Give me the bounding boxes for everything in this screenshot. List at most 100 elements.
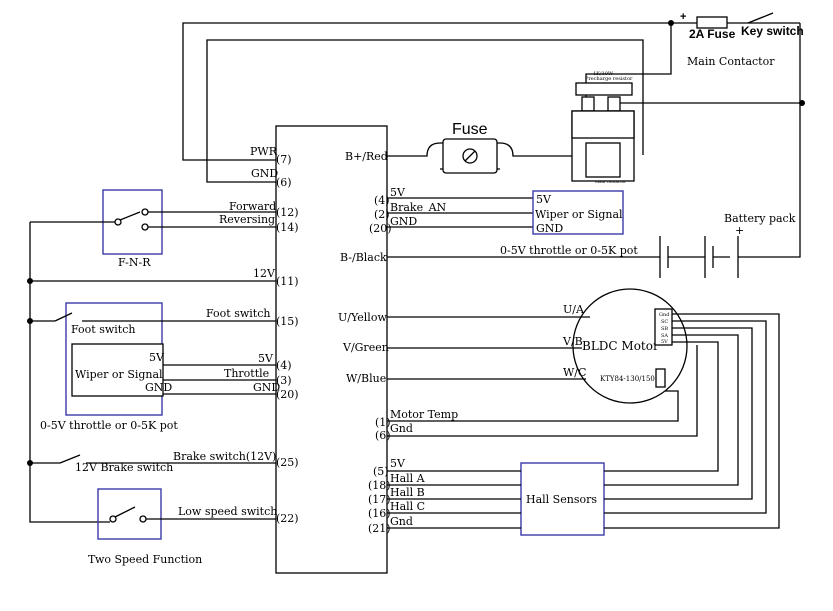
- motor-pin-gnd: Gnd: [659, 312, 670, 318]
- motor-pin-5v: 5V: [661, 339, 668, 345]
- pin-foot-num: (15): [276, 315, 299, 328]
- motor-v-label: V/B: [562, 335, 583, 348]
- pin-h5v-num: (5): [373, 465, 389, 478]
- pin-throttle-label: Throttle: [224, 367, 269, 380]
- pin-gnd-label: GND: [251, 167, 278, 180]
- key-switch-label: Key switch: [741, 24, 804, 38]
- pin-mgnd-label: Gnd: [390, 422, 413, 435]
- pin-r5v-label: 5V: [390, 186, 406, 199]
- pin-hc-num: (16): [368, 507, 391, 520]
- temp-sensor-symbol: [655, 368, 666, 388]
- pin-w-label: W/Blue: [346, 372, 386, 385]
- pin-bminus-label: B-/Black: [340, 251, 387, 264]
- wire-hall-out-gnd: [604, 313, 780, 529]
- pin-hgnd-label: Gnd: [390, 515, 413, 528]
- pin-mtemp-label: Motor Temp: [390, 408, 458, 421]
- motor-connector: [654, 308, 673, 346]
- pin-foot-label: Foot switch: [206, 307, 270, 320]
- pin-rgnd-num: (20): [369, 222, 392, 235]
- fuse-label: Fuse: [452, 121, 488, 138]
- motor-pin-sa: SA: [661, 333, 668, 339]
- wire-hall-out-a: [604, 334, 739, 486]
- wire-battery-plus: [738, 103, 801, 258]
- battery-pack-symbol: [659, 236, 739, 278]
- pin-reversing-label: Reversing: [219, 213, 275, 226]
- pin-mtemp-num: (1): [375, 416, 391, 429]
- foot-switch-inner-label: Foot switch: [71, 323, 135, 336]
- pin-brake-num: (25): [276, 456, 299, 469]
- wiper-left-box: [71, 343, 164, 397]
- wiper-right-box: [532, 190, 624, 235]
- pin-hb-num: (17): [368, 493, 391, 506]
- fuse-2a-symbol: [696, 16, 728, 29]
- motor-w-label: W/C: [563, 366, 586, 379]
- junction-12v: [27, 278, 33, 284]
- pin-pwr-label: PWR: [250, 145, 278, 158]
- two-speed-box: [97, 488, 162, 540]
- pin-gnd-thr-num: (20): [276, 388, 299, 401]
- pin-r5v-num: (4): [374, 194, 390, 207]
- wire-pwr-loop: [182, 22, 800, 161]
- main-contactor-label: Main Contactor: [687, 55, 775, 68]
- wiper-left-gnd: GND: [145, 381, 172, 394]
- pin-ha-num: (18): [368, 479, 391, 492]
- wiper-right-5v: 5V: [536, 193, 552, 206]
- pin-h5v-label: 5V: [390, 457, 406, 470]
- motor-u-label: U/A: [563, 303, 585, 316]
- pin-pwr-num: (7): [276, 153, 292, 166]
- wire-gnd-loop: [206, 39, 644, 183]
- motor-pin-sc: SC: [661, 319, 668, 325]
- motor-label: BLDC Motor: [582, 339, 659, 353]
- battery-plus: +: [735, 224, 744, 237]
- svg-text:Main contactor: Main contactor: [595, 179, 626, 184]
- wiper-left-5v: 5V: [149, 351, 165, 364]
- controller-box: [275, 125, 388, 574]
- pin-brake-an-num: (2): [374, 208, 390, 221]
- wire-contactor-feed: [585, 23, 672, 110]
- wire-motor-gnd: [387, 345, 698, 437]
- pin-12v-num: (11): [276, 275, 299, 288]
- pin-gnd-thr-label: GND: [253, 381, 280, 394]
- pin-u-label: U/Yellow: [338, 311, 387, 324]
- pin-hgnd-num: (21): [368, 522, 391, 535]
- wiper-left-label: Wiper or Signal: [75, 368, 163, 381]
- throttle-right-label: 0-5V throttle or 0-5K pot: [500, 244, 638, 257]
- pin-brake-label: Brake switch(12V): [173, 450, 276, 463]
- pin-5v-label: 5V: [258, 352, 274, 365]
- wire-motor-temp: [387, 390, 679, 422]
- wire-hall-out-b: [604, 327, 753, 500]
- wire-hall-out-c: [604, 320, 767, 514]
- pin-forward-num: (12): [276, 206, 299, 219]
- temp-sensor-label: KTY84-130/150: [600, 375, 655, 383]
- svg-text:Precharge resistor: Precharge resistor: [585, 76, 633, 82]
- pin-gnd-num: (6): [276, 176, 292, 189]
- battery-label: Battery pack: [724, 212, 796, 225]
- wiper-right-gnd: GND: [536, 222, 563, 235]
- fnr-label: F-N-R: [118, 256, 151, 269]
- svg-text:1K/10W: 1K/10W: [593, 71, 614, 77]
- pin-ha-label: Hall A: [390, 472, 426, 485]
- wire-hall-out-5v: [604, 341, 719, 472]
- motor-pin-sb: SB: [661, 326, 668, 332]
- throttle-left-label: 0-5V throttle or 0-5K pot: [40, 419, 178, 432]
- wiper-right-label: Wiper or Signal: [535, 208, 623, 221]
- main-contactor: 1K/10W Precharge resistor Main contactor: [571, 71, 635, 184]
- fuse-2a-label: 2A Fuse: [689, 27, 736, 41]
- key-switch-blade: [747, 12, 774, 24]
- bldc-motor: [572, 288, 688, 404]
- pin-v-label: V/Green: [342, 341, 389, 354]
- pin-low-num: (22): [276, 512, 299, 525]
- pin-low-label: Low speed switch: [178, 505, 277, 518]
- pin-brake-an-label: Brake_AN: [390, 201, 447, 214]
- pin-mgnd-num: (6): [375, 429, 391, 442]
- brake-switch-label: 12V Brake switch: [75, 461, 173, 474]
- pin-hb-label: Hall B: [390, 486, 425, 499]
- pin-hc-label: Hall C: [390, 500, 425, 513]
- pin-throttle-num: (3): [276, 374, 292, 387]
- fuse-symbol: [415, 138, 525, 174]
- pin-forward-label: Forward: [229, 200, 276, 213]
- plus-sign-top: +: [680, 11, 686, 23]
- pin-rgnd-label: GND: [390, 215, 417, 228]
- pin-12v-label: 12V: [253, 267, 276, 280]
